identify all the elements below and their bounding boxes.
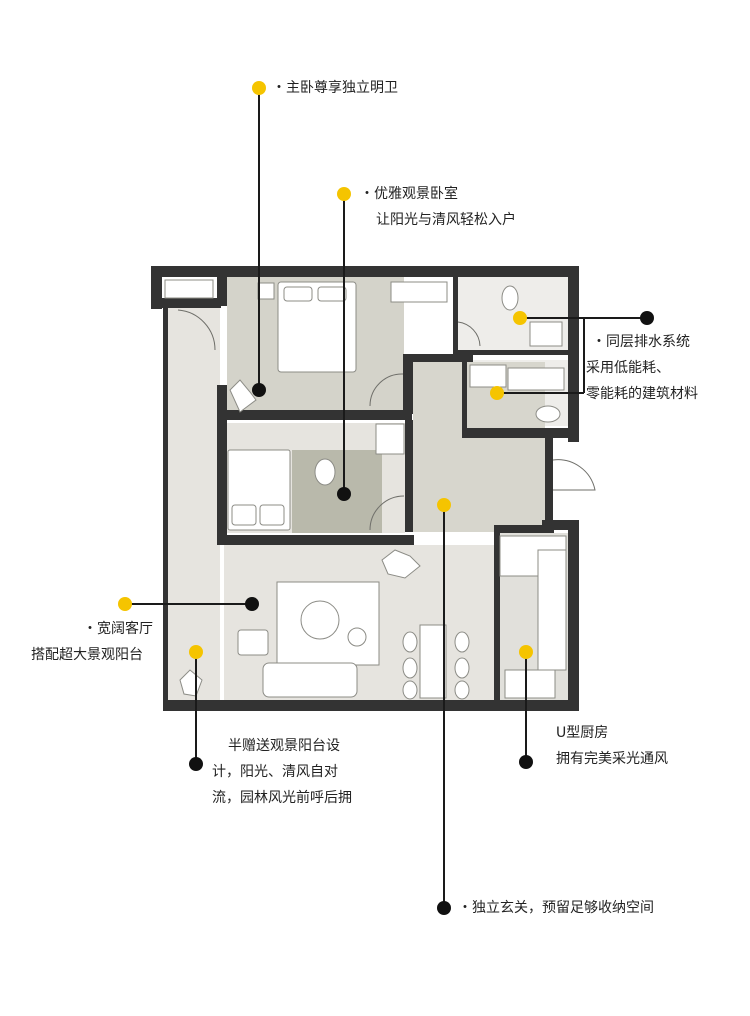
dots [118, 81, 654, 915]
door-swings [177, 309, 596, 531]
second-bedroom-rug [292, 450, 382, 533]
black-dot-drainage [640, 311, 654, 325]
callout-drainage-line2: 采用低能耗、 [586, 360, 670, 376]
yellow-dot-kitchen [519, 645, 533, 659]
callout-master-bath: ・主卧尊享独立明卫 [272, 75, 398, 101]
yellow-dot-drainage-lower [490, 386, 504, 400]
callout-living-line1: ・宽阔客厅 [83, 621, 153, 637]
callout-drainage-line1: ・同层排水系统 [592, 334, 690, 350]
leader-lines [125, 88, 647, 908]
callout-bedroom: ・优雅观景卧室 让阳光与清风轻松入户 [360, 181, 516, 233]
walls [151, 266, 579, 711]
callout-kitchen: U型厨房 拥有完美采光通风 [556, 720, 668, 772]
callout-bedroom-line2: 让阳光与清风轻松入户 [376, 212, 516, 228]
callout-master-bath-line1: ・主卧尊享独立明卫 [272, 80, 398, 96]
callout-kitchen-line1: U型厨房 [556, 725, 609, 741]
callout-entrance: ・独立玄关，预留足够收纳空间 [458, 895, 654, 921]
callout-balcony-line1: 半赠送观景阳台设 [228, 738, 340, 754]
callout-bedroom-line1: ・优雅观景卧室 [360, 186, 458, 202]
floor-plan [151, 266, 596, 711]
yellow-dot-balcony [189, 645, 203, 659]
yellow-dot-entrance [437, 498, 451, 512]
black-dot-master-bath [252, 383, 266, 397]
callout-drainage: ・同层排水系统 采用低能耗、 零能耗的建筑材料 [586, 329, 698, 407]
callout-balcony-line3: 流，园林风光前呼后拥 [212, 790, 352, 806]
black-dot-kitchen [519, 755, 533, 769]
callout-balcony: 半赠送观景阳台设 计，阳光、清风自对 流，园林风光前呼后拥 [212, 733, 352, 811]
callout-balcony-line2: 计，阳光、清风自对 [212, 764, 338, 780]
black-dot-balcony [189, 757, 203, 771]
black-dot-entrance [437, 901, 451, 915]
callout-entrance-line1: ・独立玄关，预留足够收纳空间 [458, 900, 654, 916]
yellow-dot-living [118, 597, 132, 611]
black-dot-living [245, 597, 259, 611]
callout-living-line2: 搭配超大景观阳台 [31, 647, 143, 663]
callout-drainage-line3: 零能耗的建筑材料 [586, 386, 698, 402]
balcony-area [168, 305, 220, 703]
yellow-dot-master-bath [252, 81, 266, 95]
yellow-dot-bedroom [337, 187, 351, 201]
callout-living: ・宽阔客厅 搭配超大景观阳台 [31, 616, 153, 668]
black-dot-bedroom [337, 487, 351, 501]
yellow-dot-drainage-upper [513, 311, 527, 325]
callout-kitchen-line2: 拥有完美采光通风 [556, 751, 668, 767]
furniture [164, 279, 567, 700]
